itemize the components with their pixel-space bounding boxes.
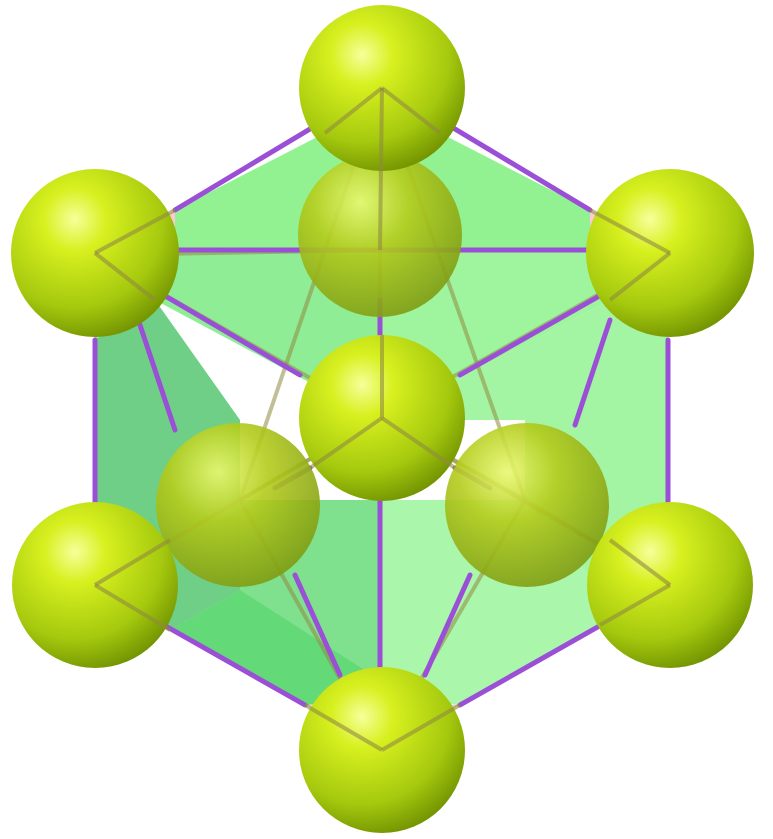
spoke xyxy=(94,208,176,255)
spoke xyxy=(380,86,442,135)
spoke xyxy=(381,703,461,752)
atom-face-center-right xyxy=(445,423,609,587)
spoke xyxy=(380,416,457,470)
bond xyxy=(422,572,473,678)
spoke xyxy=(589,208,671,255)
spoke xyxy=(599,583,671,627)
spoke xyxy=(303,703,384,752)
spoke xyxy=(608,251,672,302)
spoke xyxy=(93,251,157,302)
bond xyxy=(457,287,613,378)
bond xyxy=(172,117,328,213)
bond xyxy=(457,617,613,708)
bond xyxy=(152,617,308,708)
spoke xyxy=(93,538,172,587)
bond xyxy=(437,117,593,213)
spoke xyxy=(308,416,384,470)
bond xyxy=(152,287,303,378)
bond xyxy=(292,572,343,678)
over-spokes xyxy=(93,86,672,752)
spoke xyxy=(93,583,172,632)
atom-face-center-left xyxy=(156,423,320,587)
bond xyxy=(132,307,178,433)
spoke xyxy=(323,86,384,135)
spoke xyxy=(378,87,384,251)
bond xyxy=(572,317,613,428)
spoke xyxy=(608,538,672,587)
